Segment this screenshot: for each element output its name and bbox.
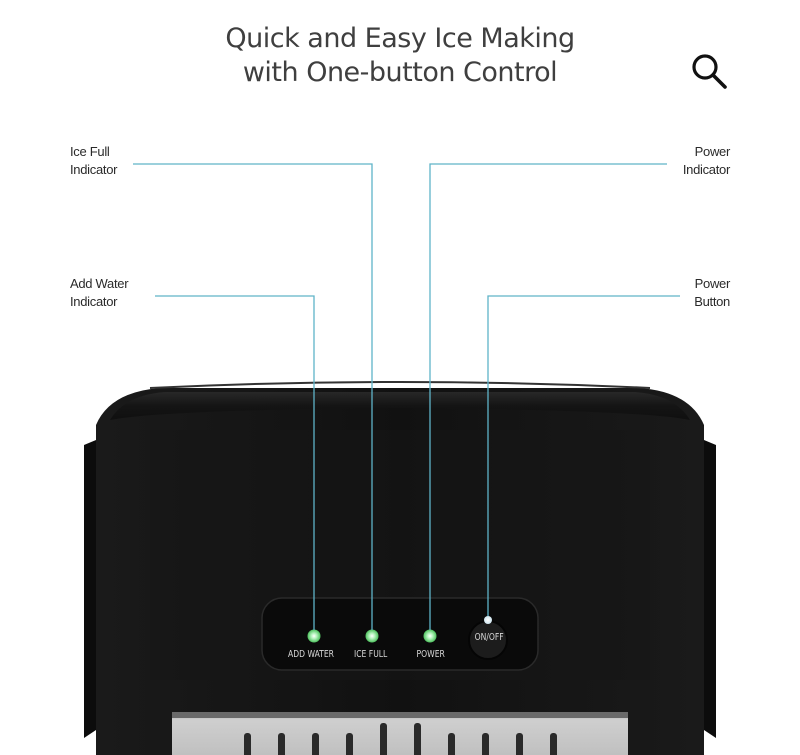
ice-full-callout-line1: Ice Full xyxy=(70,144,110,159)
power-panel-label: POWER xyxy=(416,649,445,660)
add-water-panel-label: ADD WATER xyxy=(288,649,334,660)
control-panel xyxy=(261,597,539,671)
ice-full-panel-label: ICE FULL xyxy=(353,649,388,660)
power-button-leader xyxy=(487,295,680,616)
add-water-callout-line1: Add Water xyxy=(70,276,129,291)
power-button-callout: Power Button xyxy=(694,275,730,311)
power-button-callout-line2: Button xyxy=(694,294,730,309)
left-handle xyxy=(84,440,96,738)
window-slats xyxy=(244,723,557,755)
leader-lines xyxy=(133,163,680,630)
add-water-led xyxy=(307,629,321,643)
add-water-leader xyxy=(155,295,315,630)
title-line-1: Quick and Easy Ice Making xyxy=(225,23,575,54)
power-indicator-callout: Power Indicator xyxy=(683,143,730,179)
power-button-callout-line1: Power xyxy=(694,276,731,291)
page-title: Quick and Easy Ice Making with One-butto… xyxy=(0,22,800,90)
power-led xyxy=(423,629,437,643)
ice-full-led xyxy=(365,629,379,643)
power-button-led xyxy=(484,616,492,624)
magnifier-icon[interactable] xyxy=(688,50,730,92)
on-off-panel-label: ON/OFF xyxy=(474,632,504,643)
power-indicator-leader xyxy=(429,163,667,630)
add-water-callout-line2: Indicator xyxy=(70,294,118,309)
power-indicator-callout-line2: Indicator xyxy=(682,162,730,177)
ice-full-callout: Ice Full Indicator xyxy=(70,143,117,179)
ice-full-callout-line2: Indicator xyxy=(70,162,118,177)
add-water-callout: Add Water Indicator xyxy=(70,275,129,311)
ice-window xyxy=(172,712,628,755)
right-handle xyxy=(704,440,716,738)
ice-full-leader xyxy=(133,163,373,630)
title-line-2: with One-button Control xyxy=(242,57,558,88)
power-indicator-callout-line1: Power xyxy=(694,144,731,159)
